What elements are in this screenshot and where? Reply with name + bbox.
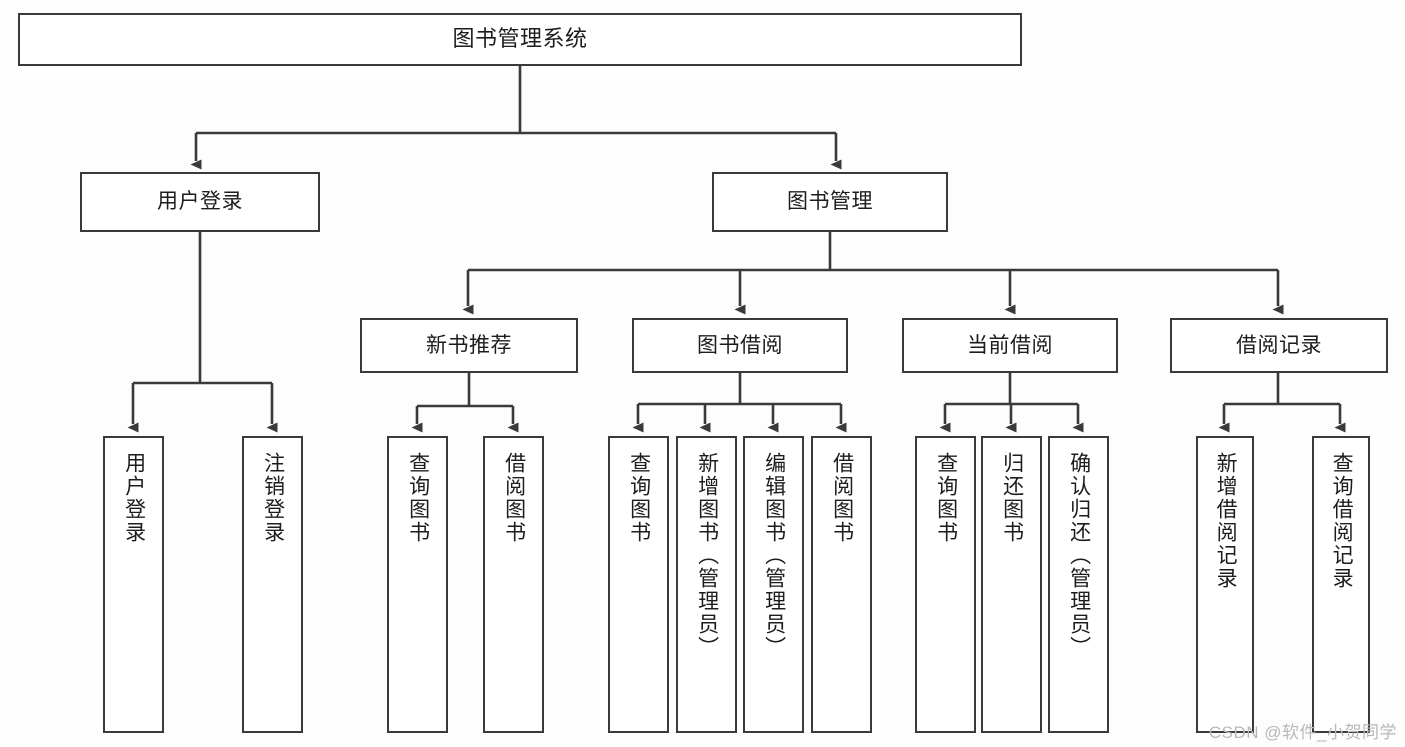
node-label: 新增借阅记录 <box>1214 452 1238 590</box>
csdn-watermark: CSDN @软件_小贺同学 <box>1208 723 1397 742</box>
leaf-current-borrow-return[interactable]: 归还图书 <box>981 436 1042 733</box>
node-book-management[interactable]: 图书管理 <box>712 172 948 232</box>
node-label: 借阅记录 <box>1236 333 1322 357</box>
node-label: 新增图书（管理员） <box>695 452 719 659</box>
leaf-current-borrow-query[interactable]: 查询图书 <box>915 436 976 733</box>
leaf-borrow-record-add[interactable]: 新增借阅记录 <box>1196 436 1254 733</box>
node-user-login[interactable]: 用户登录 <box>80 172 320 232</box>
node-label: 查询图书 <box>627 452 651 544</box>
leaf-book-borrow-query[interactable]: 查询图书 <box>608 436 669 733</box>
node-label: 新书推荐 <box>426 333 512 357</box>
node-label: 确认归还（管理员） <box>1067 452 1091 659</box>
leaf-borrow-record-query[interactable]: 查询借阅记录 <box>1312 436 1370 733</box>
node-book-borrow[interactable]: 图书借阅 <box>632 318 848 373</box>
leaf-book-borrow-borrow[interactable]: 借阅图书 <box>811 436 872 733</box>
leaf-new-book-borrow[interactable]: 借阅图书 <box>483 436 544 733</box>
node-root-book-management-system[interactable]: 图书管理系统 <box>18 13 1022 66</box>
node-current-borrow[interactable]: 当前借阅 <box>902 318 1118 373</box>
leaf-new-book-query[interactable]: 查询图书 <box>387 436 448 733</box>
leaf-user-login-logout[interactable]: 注销登录 <box>242 436 303 733</box>
node-label: 编辑图书（管理员） <box>762 452 786 659</box>
leaf-book-borrow-add[interactable]: 新增图书（管理员） <box>676 436 737 733</box>
leaf-current-borrow-confirm-return[interactable]: 确认归还（管理员） <box>1048 436 1109 733</box>
node-label: 借阅图书 <box>502 452 526 544</box>
node-label: 图书借阅 <box>697 333 783 357</box>
leaf-book-borrow-edit[interactable]: 编辑图书（管理员） <box>743 436 804 733</box>
node-label: 归还图书 <box>1000 452 1024 544</box>
node-label: 图书管理系统 <box>452 26 588 52</box>
node-new-book-recommend[interactable]: 新书推荐 <box>360 318 578 373</box>
node-label: 用户登录 <box>122 452 146 544</box>
node-label: 图书管理 <box>787 190 873 214</box>
node-label: 用户登录 <box>157 190 243 214</box>
leaf-user-login-login[interactable]: 用户登录 <box>103 436 164 733</box>
node-label: 查询借阅记录 <box>1330 452 1354 590</box>
node-label: 借阅图书 <box>830 452 854 544</box>
node-borrow-record[interactable]: 借阅记录 <box>1170 318 1388 373</box>
node-label: 查询图书 <box>406 452 430 544</box>
node-label: 当前借阅 <box>967 333 1053 357</box>
node-label: 查询图书 <box>934 452 958 544</box>
node-label: 注销登录 <box>261 452 285 544</box>
